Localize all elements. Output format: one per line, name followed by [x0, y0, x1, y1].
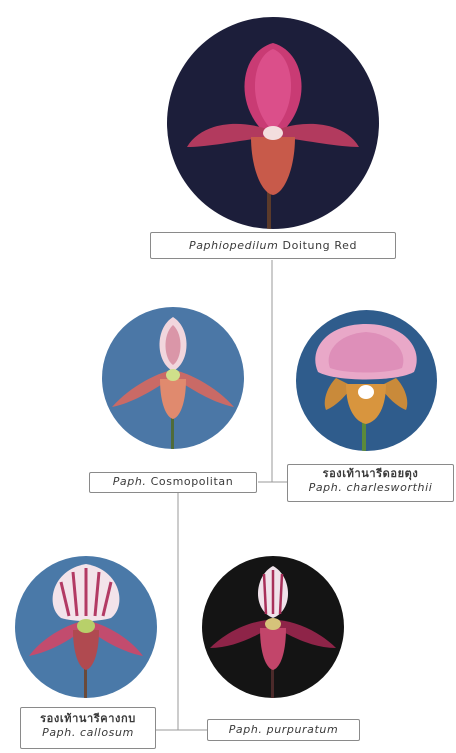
label-cosmopolitan: Paph. Cosmopolitan [89, 472, 257, 493]
scientific-name-text: Paph. charlesworthii [292, 481, 449, 495]
orchid-callosum-icon [15, 556, 157, 698]
label-callosum: รองเท้านารีคางกบ Paph. callosum [20, 707, 156, 749]
label-doitung-red: Paphiopedilum Doitung Red [150, 232, 396, 259]
orchid-purpuratum-icon [202, 556, 344, 698]
scientific-name-text: Paph. callosum [25, 726, 151, 740]
orchid-charlesworthii-icon [296, 310, 437, 451]
thai-name-text: รองเท้านารีดอยตุง [292, 467, 449, 481]
genus-text: Paphiopedilum [189, 239, 278, 252]
genus-text: Paph. [113, 475, 147, 488]
thai-name-text: รองเท้านารีคางกบ [25, 712, 151, 726]
photo-purpuratum [202, 556, 344, 698]
label-charlesworthii: รองเท้านารีดอยตุง Paph. charlesworthii [287, 464, 454, 502]
label-purpuratum: Paph. purpuratum [207, 719, 360, 741]
scientific-name-text: Paph. purpuratum [212, 723, 355, 737]
hybrid-name-text: Cosmopolitan [151, 475, 234, 488]
photo-cosmopolitan [102, 307, 244, 449]
cultivar-text: Doitung Red [283, 239, 358, 252]
photo-callosum [15, 556, 157, 698]
orchid-cosmopolitan-icon [102, 307, 244, 449]
photo-doitung-red [167, 17, 379, 229]
photo-charlesworthii [296, 310, 437, 451]
orchid-doitung-red-icon [167, 17, 379, 229]
